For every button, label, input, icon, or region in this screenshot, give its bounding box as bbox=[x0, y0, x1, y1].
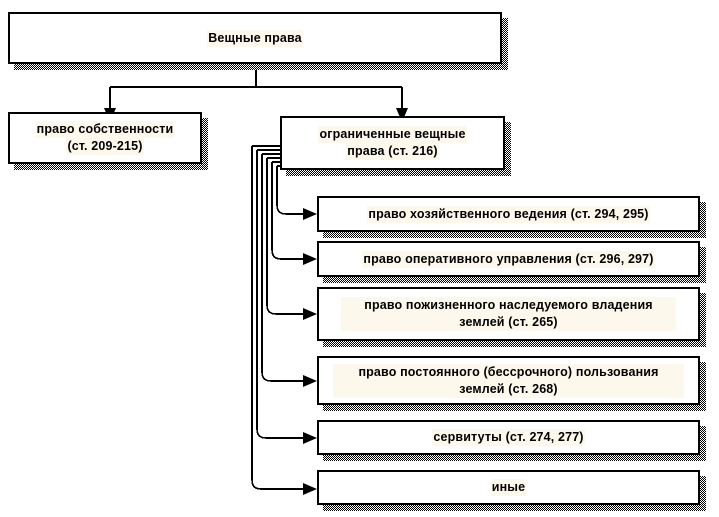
node-servituty[interactable]: сервитуты (ст. 274, 277) bbox=[317, 420, 700, 455]
node-pravo-hozyaystvennogo-vedeniya[interactable]: право хозяйственного ведения (ст. 294, 2… bbox=[317, 196, 700, 232]
node-label-line1: право собственности bbox=[35, 121, 175, 138]
node-label-line2: (ст. 209-215) bbox=[66, 138, 144, 155]
wire-branch-6 bbox=[251, 146, 310, 490]
node-pravo-operativnogo-upravleniya[interactable]: право оперативного управления (ст. 296, … bbox=[317, 241, 700, 277]
arrowhead-branch-2 bbox=[303, 253, 317, 265]
node-label-line1: ограниченные вещные bbox=[318, 126, 467, 143]
node-label: право оперативного управления (ст. 296, … bbox=[362, 250, 655, 268]
wire-branch-3 bbox=[266, 158, 310, 315]
arrowhead-branch-1 bbox=[303, 208, 317, 220]
wire-branch-5 bbox=[256, 150, 310, 439]
wire-branch-2 bbox=[271, 162, 310, 260]
node-label: право хозяйственного ведения (ст. 294, 2… bbox=[367, 205, 650, 223]
node-veshchnye-prava[interactable]: Вещные права bbox=[8, 12, 502, 64]
node-label: сервитуты (ст. 274, 277) bbox=[432, 429, 585, 446]
node-label: право постоянного (бессрочного) пользова… bbox=[333, 363, 684, 398]
arrowhead-branch-3 bbox=[303, 308, 317, 320]
wire-branch-4 bbox=[261, 154, 310, 382]
arrowhead-branch-6 bbox=[303, 483, 317, 495]
node-label: иные bbox=[490, 479, 527, 496]
arrowhead-branch-5 bbox=[303, 432, 317, 444]
node-ogranichennye-veshchnye-prava[interactable]: ограниченные вещные права (ст. 216) bbox=[280, 116, 505, 170]
node-label-line2: права (ст. 216) bbox=[346, 143, 439, 160]
node-label: Вещные права bbox=[207, 29, 303, 47]
node-pravo-postoyannogo-bessrochnogo-polzovaniya-zemley[interactable]: право постоянного (бессрочного) пользова… bbox=[317, 356, 700, 405]
arrowhead-branch-4 bbox=[303, 375, 317, 387]
node-label: право пожизненного наследуемого владения… bbox=[341, 297, 676, 331]
node-pravo-sobstvennosti[interactable]: право собственности (ст. 209-215) bbox=[8, 112, 202, 164]
node-inye[interactable]: иные bbox=[317, 470, 700, 505]
node-pravo-pozhiznennogo-nasleduemogo-vladeniya-zemley[interactable]: право пожизненного наследуемого владения… bbox=[317, 287, 700, 341]
